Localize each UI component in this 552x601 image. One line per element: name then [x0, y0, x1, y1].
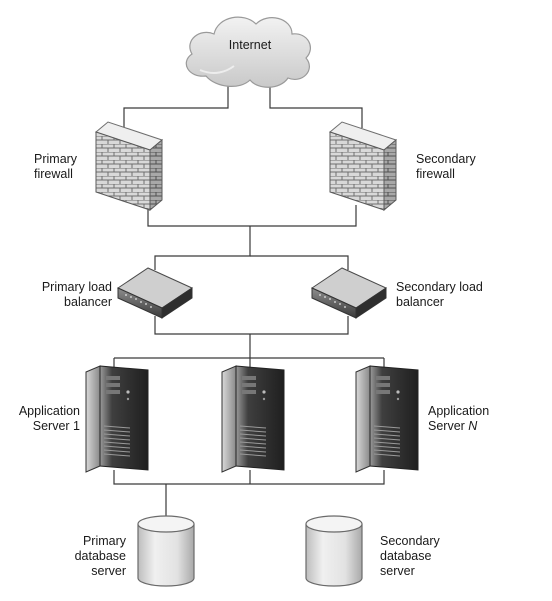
primary-firewall-label: Primary firewall: [34, 152, 77, 182]
app-server-1-label-line2: Server 1: [32, 419, 80, 433]
application-server-1-label: Application Server 1: [6, 404, 80, 434]
app-server-n-label-italic: N: [468, 419, 478, 433]
internet-label: Internet: [214, 38, 286, 53]
internet-to-primary-firewall: [123, 84, 229, 128]
primary-firewall-label-line2: firewall: [34, 167, 73, 181]
secondary-firewall-label-line1: Secondary: [416, 152, 476, 166]
lb-bus: [154, 316, 349, 335]
application-server-n-icon: [355, 365, 419, 473]
connector-lines: [113, 84, 385, 520]
app-server-1-label-line1: Application: [18, 404, 80, 418]
secondary-db-label-line1: Secondary: [380, 534, 440, 548]
application-server-1-icon: [85, 365, 149, 473]
secondary-lb-label-line1: Secondary load: [396, 280, 483, 294]
primary-database-label: Primary database server: [50, 534, 126, 579]
app-server-n-label-line2: Server N: [428, 419, 489, 434]
secondary-database-icon: [305, 515, 363, 587]
app-server-n-label-prefix: Server: [428, 419, 469, 433]
secondary-load-balancer-label: Secondary load balancer: [396, 280, 483, 310]
internet-label-text: Internet: [228, 38, 272, 52]
secondary-lb-label-line2: balancer: [396, 295, 444, 309]
application-server-mid-icon: [221, 365, 285, 473]
cloud-icon: [185, 16, 311, 88]
primary-load-balancer-icon: [116, 267, 194, 319]
secondary-firewall-icon: [328, 121, 398, 212]
secondary-firewall-label-line2: firewall: [416, 167, 455, 181]
primary-lb-label-line2: balancer: [64, 295, 112, 309]
internet-to-secondary-firewall: [269, 84, 363, 128]
primary-db-label-line1: Primary: [82, 534, 126, 548]
fw-bus-to-secondary-lb: [250, 255, 349, 270]
application-server-n-label: Application Server N: [428, 404, 489, 434]
servers-bottom-bus: [113, 470, 385, 485]
primary-database-icon: [137, 515, 195, 587]
secondary-load-balancer-icon: [310, 267, 388, 319]
secondary-firewall-label: Secondary firewall: [416, 152, 476, 182]
primary-db-label-line3: server: [91, 564, 126, 578]
firewalls-to-lb-bus: [147, 205, 357, 227]
app-server-n-label-line1: Application: [428, 404, 490, 418]
primary-db-label-line2: database: [74, 549, 126, 563]
primary-firewall-icon: [94, 121, 164, 212]
secondary-database-label: Secondary database server: [380, 534, 440, 579]
primary-load-balancer-label: Primary load balancer: [20, 280, 112, 310]
secondary-db-label-line3: server: [380, 564, 415, 578]
primary-lb-label-line1: Primary load: [41, 280, 112, 294]
secondary-db-label-line2: database: [380, 549, 432, 563]
primary-firewall-label-line1: Primary: [34, 152, 78, 166]
fw-bus-to-lb-split: [154, 226, 251, 270]
